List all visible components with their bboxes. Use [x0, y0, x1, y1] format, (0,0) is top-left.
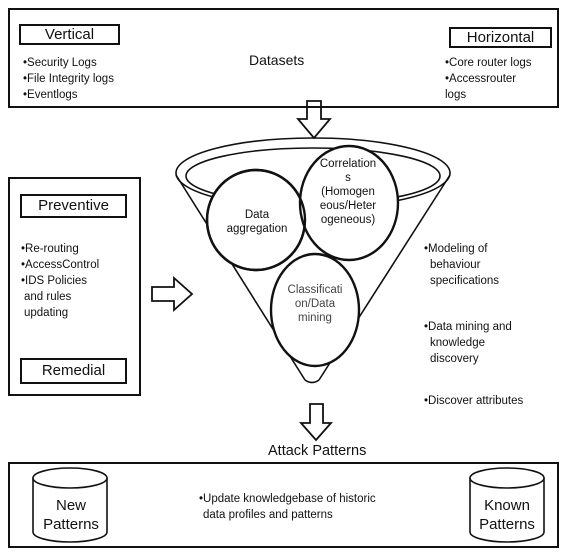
side-note: behaviour	[430, 259, 481, 271]
data-aggregation-line: aggregation	[226, 223, 288, 235]
new-patterns-line: Patterns	[43, 516, 99, 533]
update-text: data profiles and patterns	[203, 509, 333, 521]
classification-circle	[269, 252, 361, 368]
correlations-line: (Homogen	[321, 186, 375, 198]
preventive-label: Preventive	[20, 194, 127, 218]
correlations-label: Correlation s (Homogen eous/Heter ogeneo…	[305, 157, 391, 227]
funnel-tip	[304, 379, 320, 384]
new-patterns-cylinder	[32, 467, 108, 543]
known-patterns-line: Known	[484, 497, 530, 514]
vertical-label: Vertical	[19, 24, 120, 45]
correlations-line: s	[345, 172, 351, 184]
response-item: •AccessControl	[21, 259, 100, 271]
horizontal-label-text: Horizontal	[466, 29, 535, 46]
side-note: •Discover attributes	[424, 395, 524, 407]
attack-patterns-title: Attack Patterns	[268, 443, 367, 459]
side-note: specifications	[430, 275, 500, 287]
new-patterns-label: New Patterns	[35, 496, 107, 534]
classification-line: on/Data	[294, 298, 336, 310]
correlations-line: eous/Heter	[319, 200, 377, 212]
known-patterns-label: Known Patterns	[471, 496, 543, 534]
horizontal-item: logs	[445, 89, 467, 101]
vertical-label-text: Vertical	[44, 26, 95, 43]
data-aggregation-line: Data	[244, 209, 270, 221]
vertical-item: •Security Logs	[23, 57, 97, 69]
correlations-line: ogeneous)	[320, 214, 376, 226]
data-aggregation-label: Data aggregation	[222, 208, 292, 236]
horizontal-item: •Accessrouter	[445, 73, 517, 85]
datasets-box	[8, 8, 559, 108]
new-patterns-line: New	[55, 497, 86, 514]
datasets-title: Datasets	[249, 52, 305, 68]
classification-label: Classificati on/Data mining	[279, 283, 351, 325]
side-note: •Data mining and	[424, 321, 512, 333]
right-arrow-left	[151, 275, 194, 313]
correlations-line: Correlation	[319, 158, 377, 170]
vertical-item: •Eventlogs	[23, 89, 78, 101]
classification-line: Classificati	[287, 284, 343, 296]
update-text: •Update knowledgebase of historic	[199, 493, 376, 505]
classification-line: mining	[298, 312, 332, 324]
data-aggregation-circle-outline	[205, 168, 307, 272]
horizontal-label: Horizontal	[449, 27, 552, 48]
side-note: knowledge	[430, 337, 485, 349]
preventive-label-text: Preventive	[38, 197, 109, 214]
known-patterns-cylinder	[469, 467, 545, 543]
horizontal-item: •Core router logs	[445, 57, 532, 69]
response-item: updating	[24, 307, 69, 319]
remedial-label: Remedial	[20, 358, 127, 384]
attack-patterns-box	[8, 462, 559, 548]
down-arrow-top	[296, 100, 332, 140]
down-arrow-bottom	[299, 403, 333, 442]
remedial-label-text: Remedial	[41, 362, 106, 379]
correlations-circle	[298, 144, 400, 262]
responses-box	[8, 177, 141, 396]
response-item: and rules	[24, 291, 72, 303]
side-note: •Modeling of	[424, 243, 488, 255]
vertical-item: •File Integrity logs	[23, 73, 114, 85]
side-note: discovery	[430, 353, 479, 365]
response-item: •IDS Policies	[21, 275, 88, 287]
response-item: •Re-routing	[21, 243, 79, 255]
known-patterns-line: Patterns	[479, 516, 535, 533]
